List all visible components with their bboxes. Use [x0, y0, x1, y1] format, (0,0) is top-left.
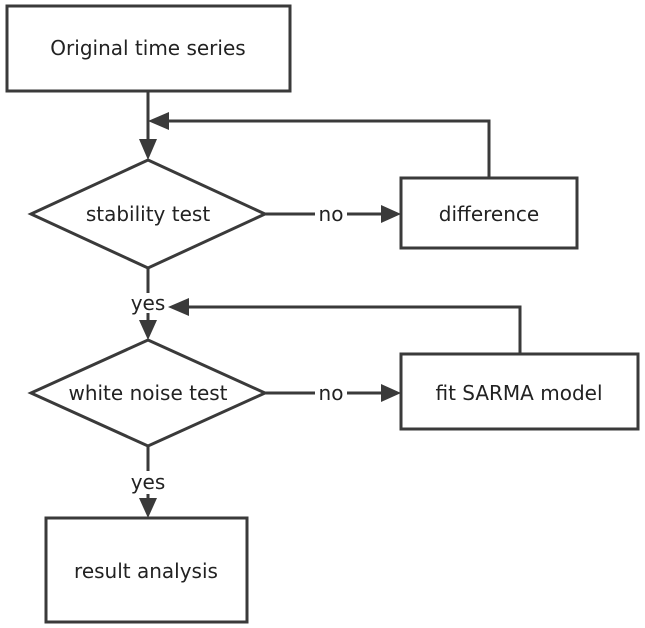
- node-white-noise-diamond: [27, 338, 269, 448]
- node-stability-diamond: [27, 158, 269, 270]
- node-difference: difference: [399, 176, 579, 250]
- node-fit-model-box: [399, 352, 640, 431]
- edge-fit-loop: [188, 305, 522, 354]
- node-result: result analysis: [44, 516, 249, 624]
- edge-label-whitenoise-no: no: [319, 381, 344, 405]
- node-original-label: Original time series: [50, 36, 245, 60]
- node-result-label: result analysis: [74, 559, 218, 583]
- arrowhead-to-difference: [381, 205, 401, 223]
- arrowhead-fit-loop: [168, 298, 189, 316]
- arrowhead-to-whitenoise: [139, 320, 157, 340]
- arrowheads: [139, 112, 401, 518]
- node-difference-label: difference: [439, 202, 539, 226]
- node-fit-model-label: fit SARMA model: [435, 381, 602, 405]
- node-difference-box: [399, 176, 579, 250]
- node-white-noise-label: white noise test: [68, 381, 227, 405]
- arrowhead-to-fit: [381, 384, 401, 402]
- node-white-noise: white noise test: [27, 338, 269, 448]
- edge-label-whitenoise-yes: yes: [131, 470, 166, 494]
- arrowhead-difference-loop: [148, 112, 169, 130]
- edge-label-stability-yes: yes: [131, 291, 166, 315]
- connectors: [146, 91, 522, 500]
- node-stability-label: stability test: [86, 202, 210, 226]
- edge-label-stability-no: no: [319, 202, 344, 226]
- node-fit-model: fit SARMA model: [399, 352, 640, 431]
- arrowhead-to-result: [139, 498, 157, 518]
- node-original: Original time series: [5, 4, 292, 93]
- node-result-box: [44, 516, 249, 624]
- node-original-box: [5, 4, 292, 93]
- edge-difference-loop: [168, 119, 491, 178]
- node-stability: stability test: [27, 158, 269, 270]
- arrowhead-to-stability: [139, 139, 157, 160]
